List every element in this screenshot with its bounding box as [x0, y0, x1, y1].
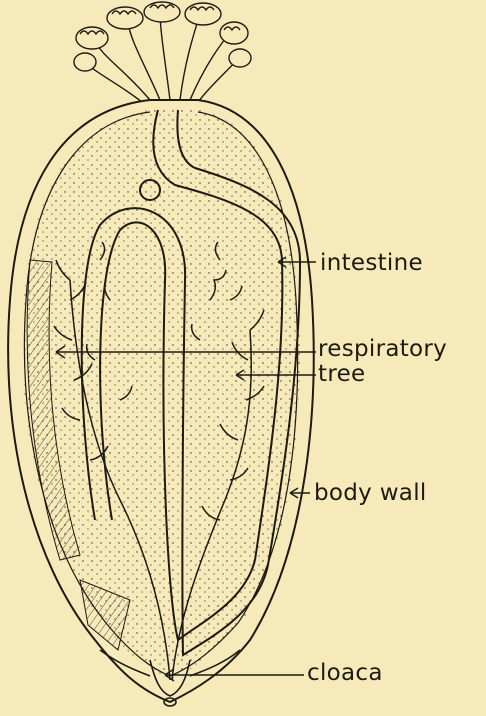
label-body-wall: body wall: [314, 482, 427, 505]
tentacles: [74, 2, 251, 102]
label-cloaca: cloaca: [307, 662, 383, 685]
label-respiratory: respiratory: [318, 338, 447, 361]
label-tree: tree: [318, 363, 365, 386]
label-intestine: intestine: [320, 252, 423, 275]
